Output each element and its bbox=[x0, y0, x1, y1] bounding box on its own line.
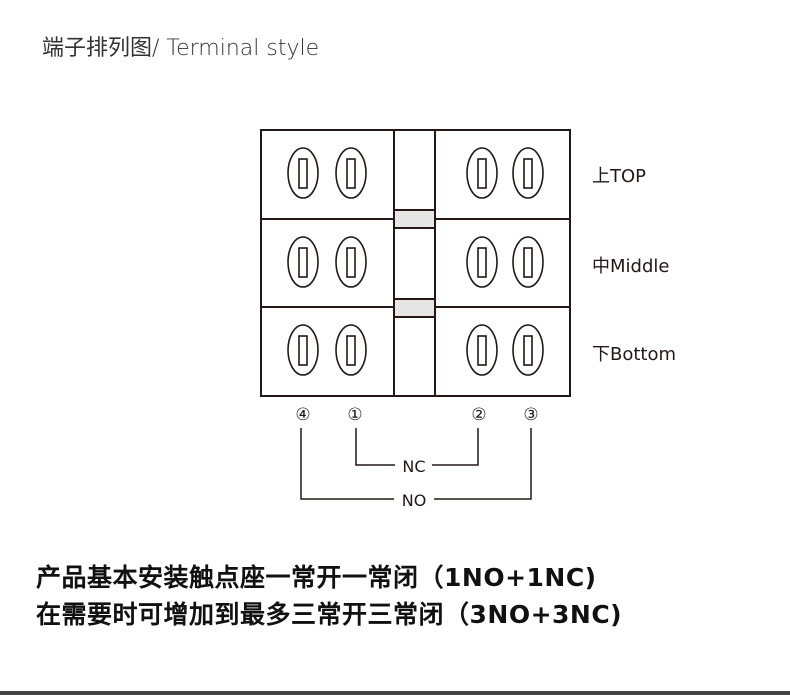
screw-slot bbox=[477, 247, 487, 278]
screw-terminal bbox=[466, 324, 498, 376]
screw-terminal bbox=[287, 236, 319, 288]
no-label: NO bbox=[402, 491, 427, 510]
screw-slot bbox=[523, 158, 533, 189]
screw-terminal bbox=[466, 236, 498, 288]
screw-slot bbox=[477, 335, 487, 366]
nc-label: NC bbox=[402, 457, 425, 476]
screw-terminal bbox=[512, 236, 544, 288]
screw-slot bbox=[477, 158, 487, 189]
latch-tab bbox=[393, 298, 436, 318]
screw-terminal bbox=[512, 324, 544, 376]
screw-terminal bbox=[287, 324, 319, 376]
note-max-contacts: 在需要时可增加到最多三常开三常闭（3NO+3NC) bbox=[36, 600, 623, 629]
screw-slot bbox=[523, 247, 533, 278]
bottom-divider bbox=[0, 691, 790, 695]
screw-terminal bbox=[335, 324, 367, 376]
screw-terminal bbox=[335, 236, 367, 288]
screw-slot bbox=[346, 158, 356, 189]
page-title: 端子排列图/ Terminal style bbox=[42, 36, 320, 61]
row-label-top: 上TOP bbox=[592, 166, 646, 187]
terminal-1: ① bbox=[347, 405, 362, 425]
block-outline bbox=[260, 129, 571, 397]
terminal-block bbox=[260, 129, 571, 397]
wiring-lines bbox=[300, 428, 532, 500]
row-label-bottom: 下Bottom bbox=[592, 344, 676, 365]
screw-terminal bbox=[287, 147, 319, 199]
terminal-2: ② bbox=[471, 405, 486, 425]
latch-tab bbox=[393, 209, 436, 229]
screw-slot bbox=[298, 158, 308, 189]
note-basic-contacts: 产品基本安装触点座一常开一常闭（1NO+1NC) bbox=[36, 563, 597, 592]
screw-slot bbox=[346, 247, 356, 278]
terminal-4: ④ bbox=[295, 405, 310, 425]
screw-terminal bbox=[335, 147, 367, 199]
screw-slot bbox=[298, 247, 308, 278]
screw-slot bbox=[346, 335, 356, 366]
screw-terminal bbox=[466, 147, 498, 199]
screw-slot bbox=[523, 335, 533, 366]
terminal-3: ③ bbox=[523, 405, 538, 425]
row-label-middle: 中Middle bbox=[592, 256, 669, 277]
screw-slot bbox=[298, 335, 308, 366]
screw-terminal bbox=[512, 147, 544, 199]
